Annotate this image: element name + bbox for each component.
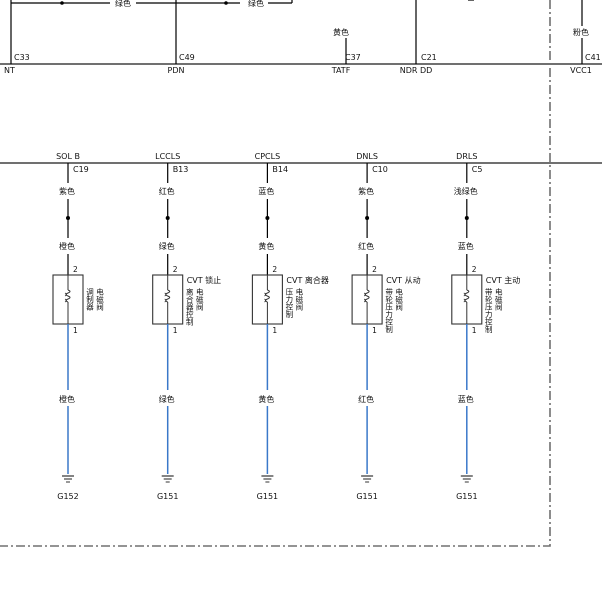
ground-icon <box>460 475 473 483</box>
wire-color-label: 黄色 <box>258 394 274 404</box>
signal-tatf: TATF <box>331 66 351 75</box>
signal-vcc1: VCC1 <box>570 66 592 75</box>
pin-number: 2 <box>272 265 277 274</box>
connector-code: C19 <box>73 165 89 174</box>
ground-label: G151 <box>356 492 377 501</box>
splice-dot <box>464 216 469 220</box>
solenoid-label-line: CVT 主动 <box>486 275 521 285</box>
wire-color-label: 红色 <box>358 241 374 251</box>
solenoid-circuit-dnls: DNLSC10紫色红色21CVT 从动带轮压力控制电磁阀红色G151 <box>351 152 421 501</box>
pin-number: 1 <box>472 326 477 335</box>
wire-color-label: 绿色 <box>159 241 175 251</box>
connector-c21: C21 <box>421 53 437 62</box>
signal-name: DNLS <box>356 152 378 161</box>
solenoid-label-line: 离合器控制 <box>185 287 194 327</box>
pin-number: 1 <box>272 326 277 335</box>
ground-icon <box>62 475 74 483</box>
pin-number: 2 <box>372 265 377 274</box>
pin-number: 2 <box>73 265 78 274</box>
signal-name: SOL B <box>56 152 80 161</box>
pin-number: 2 <box>173 265 178 274</box>
ground-icon <box>261 475 274 483</box>
solenoid-label-line: CVT 锁止 <box>187 275 222 285</box>
connector-code: B14 <box>272 165 288 174</box>
connector-c41: C41 <box>585 53 601 62</box>
ground-label: G151 <box>456 492 477 501</box>
solenoid-label-line: CVT 从动 <box>386 275 421 285</box>
solenoid-label-line: 电磁阀 <box>494 287 503 312</box>
solenoid-label-line: 调制器 <box>85 288 94 312</box>
splice-dot <box>265 216 270 220</box>
signal-name: CPCLS <box>255 152 281 161</box>
coil-icon <box>463 275 470 324</box>
solenoid-label-line: 带轮压力控制 <box>384 288 393 335</box>
ground-label: G151 <box>257 492 278 501</box>
wire-color-label: 绿色 <box>159 394 175 404</box>
connector-c33: C33 <box>14 53 30 62</box>
solenoid-label: 调制器电磁阀 <box>85 287 104 312</box>
connector-code: C10 <box>372 165 388 174</box>
solenoid-label-line: 电磁阀 <box>295 287 304 312</box>
signal-ndr-dd: NDR DD <box>400 66 433 75</box>
pin-number: 1 <box>372 326 377 335</box>
solenoid-circuits: SOL BC19紫色橙色21调制器电磁阀橙色G152LCCLSB13红色绿色21… <box>52 152 520 501</box>
signal-pdn: PDN <box>168 66 185 75</box>
solenoid-label-line: 压力控制 <box>285 288 294 320</box>
connector-code: B13 <box>173 165 189 174</box>
pin-number: 1 <box>173 326 178 335</box>
wire-color-label: 蓝色 <box>458 241 474 251</box>
wire-color-label: 黄色 <box>258 241 274 251</box>
solenoid-label-line: 电磁阀 <box>95 287 104 312</box>
top-wiring: 绿色 绿色 黄色 粉色 C33 C49 C37 C21 C41 NT PDN T… <box>4 0 601 75</box>
solenoid-circuit-lccls: LCCLSB13红色绿色21CVT 锁止离合器控制电磁阀绿色G151 <box>152 152 221 501</box>
signal-nt: NT <box>4 66 15 75</box>
signal-name: DRLS <box>456 152 477 161</box>
pin-number: 1 <box>73 326 78 335</box>
ground-label: G151 <box>157 492 178 501</box>
ground-label: G152 <box>57 492 78 501</box>
solenoid-label-line: 电磁阀 <box>195 287 204 312</box>
connector-code: C5 <box>472 165 483 174</box>
solenoid-circuit-cpcls: CPCLSB14蓝色黄色21CVT 离合器压力控制电磁阀黄色G151 <box>251 152 329 501</box>
wire-color-vcc1: 粉色 <box>573 27 589 37</box>
connector-c37: C37 <box>345 53 361 62</box>
wire-color-label: 紫色 <box>358 186 374 196</box>
ground-icon <box>361 475 374 483</box>
coil-icon <box>164 275 171 324</box>
pin-number: 2 <box>472 265 477 274</box>
solenoid-circuit-drls: DRLSC5浅绿色蓝色21CVT 主动带轮压力控制电磁阀蓝色G151 <box>451 152 520 501</box>
top-wire-label-1: 绿色 <box>248 0 264 8</box>
top-wire-label-0: 绿色 <box>115 0 131 8</box>
wire-color-label: 橙色 <box>59 394 75 404</box>
ground-icon <box>161 475 174 483</box>
signal-name: LCCLS <box>155 152 180 161</box>
solenoid-circuit-sol-b: SOL BC19紫色橙色21调制器电磁阀橙色G152 <box>52 152 105 501</box>
splice-dot <box>165 216 170 220</box>
wire-color-label: 蓝色 <box>458 394 474 404</box>
splice-dot <box>66 216 70 220</box>
wire-color-label: 浅绿色 <box>454 186 478 196</box>
solenoid-label: CVT 离合器压力控制电磁阀 <box>285 275 329 319</box>
ecu-boundary <box>0 0 551 547</box>
solenoid-label: CVT 主动带轮压力控制电磁阀 <box>484 275 520 334</box>
wire-color-label: 红色 <box>358 394 374 404</box>
solenoid-label: CVT 从动带轮压力控制电磁阀 <box>384 275 420 334</box>
wire-color-tatf: 黄色 <box>333 27 349 37</box>
wire-color-label: 紫色 <box>59 186 75 196</box>
wire-color-label: 橙色 <box>59 241 75 251</box>
solenoid-label-line: CVT 离合器 <box>286 275 329 285</box>
wire-color-label: 蓝色 <box>258 186 274 196</box>
solenoid-label-line: 电磁阀 <box>394 287 403 312</box>
wire-color-label: 红色 <box>159 186 175 196</box>
solenoid-label: CVT 锁止离合器控制电磁阀 <box>185 275 221 327</box>
coil-icon <box>363 275 370 324</box>
coil-icon <box>64 275 71 324</box>
solenoid-label-line: 带轮压力控制 <box>484 288 493 335</box>
coil-icon <box>264 275 270 324</box>
splice-dot <box>365 216 370 220</box>
connector-c49: C49 <box>179 53 195 62</box>
